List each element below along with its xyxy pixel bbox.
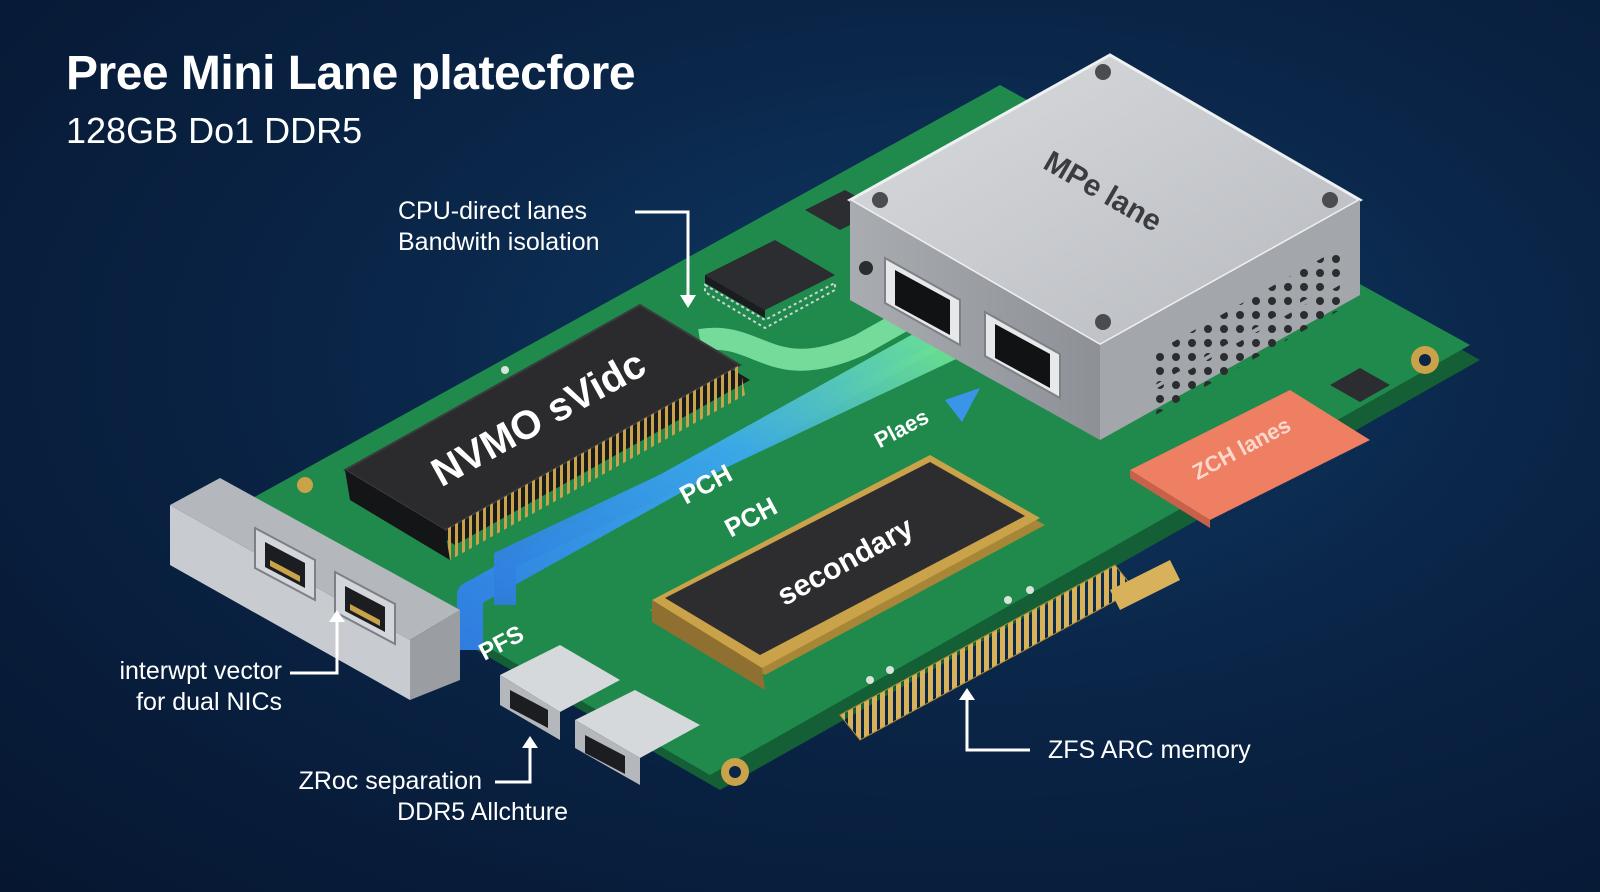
callout-cpu-lanes-line1: CPU-direct lanes: [398, 197, 587, 225]
pcie-edge-connector: [839, 560, 1180, 741]
callout-nic: interwpt vector for dual NICs: [60, 656, 282, 718]
leader-lines: [290, 210, 1030, 784]
nvme-module: [343, 303, 750, 560]
small-chip-right: [1330, 368, 1390, 402]
arrow-up-icon: [959, 688, 975, 700]
secondary-memory-module: [650, 455, 1045, 690]
callout-zroc-line1: ZRoc separation: [298, 767, 482, 795]
callout-nic-line2: for dual NICs: [136, 688, 282, 716]
page-subtitle: 128GB Do1 DDR5: [66, 110, 363, 151]
controller-chip: [704, 240, 836, 330]
usb-port-icon: [500, 645, 620, 740]
usb-port-icon: [984, 310, 1061, 400]
arrow-down-icon: [680, 295, 696, 308]
usb-port-icon: [575, 690, 700, 785]
callout-zroc: ZRoc separation DDR5 Allchture: [240, 766, 568, 828]
page-title: Pree Mini Lane platecfore: [66, 47, 636, 100]
callout-zfs-arc: ZFS ARC memory: [1048, 736, 1251, 764]
ethernet-port-icon: [334, 570, 396, 646]
lane-arrow-icon: [945, 388, 980, 422]
zch-lanes-block: [1130, 390, 1370, 528]
arrow-up-icon: [522, 736, 538, 748]
usb-port-icon: [884, 256, 961, 347]
callout-zroc-line2: DDR5 Allchture: [397, 798, 568, 826]
callout-cpu-lanes: CPU-direct lanes Bandwith isolation: [398, 196, 600, 258]
callout-nic-line1: interwpt vector: [119, 657, 282, 685]
callout-cpu-lanes-line2: Bandwith isolation: [398, 228, 600, 256]
lane-ribbons: [457, 290, 980, 650]
ethernet-port-icon: [254, 526, 316, 602]
arrow-up-icon: [329, 610, 345, 622]
